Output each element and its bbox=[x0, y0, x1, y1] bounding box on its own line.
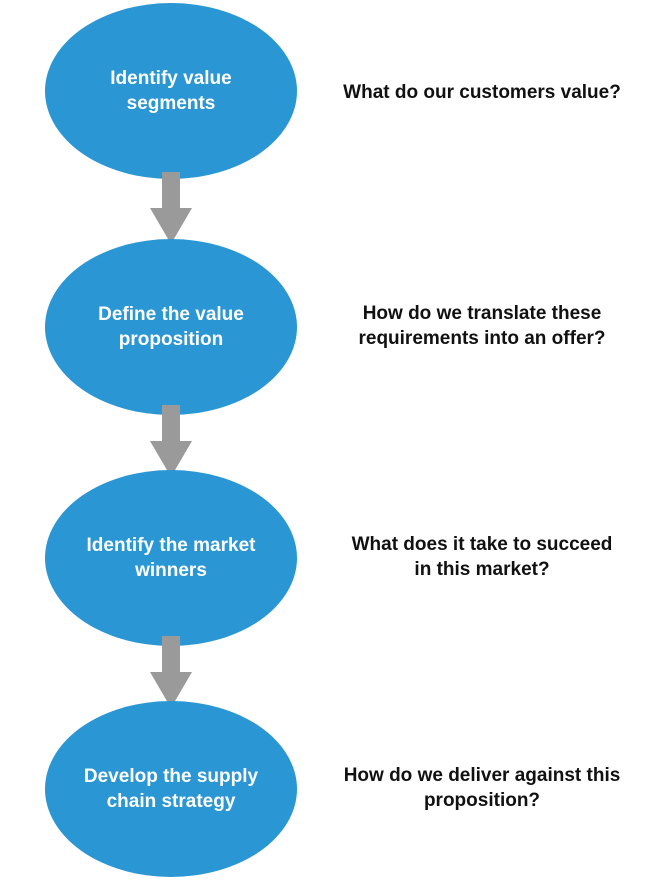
step-3-question: What does it take to succeed in this mar… bbox=[351, 534, 613, 580]
step-4-label: Develop the supply chain strategy bbox=[83, 766, 259, 812]
step-3-ellipse: Identify the market winners bbox=[45, 470, 297, 646]
step-1-question: What do our customers value? bbox=[343, 82, 621, 103]
step-4-question: How do we deliver against this propositi… bbox=[343, 765, 621, 811]
arrow-down-icon bbox=[150, 636, 192, 708]
step-2-question: How do we translate these requirements i… bbox=[358, 303, 606, 349]
step-2-label: Define the value proposition bbox=[98, 304, 244, 350]
step-3-label: Identify the market winners bbox=[86, 535, 256, 581]
step-2-ellipse: Define the value proposition bbox=[45, 239, 297, 415]
step-4-ellipse: Develop the supply chain strategy bbox=[45, 701, 297, 877]
arrow-down-icon bbox=[150, 172, 192, 244]
step-1-ellipse: Identify value segments bbox=[45, 3, 297, 179]
arrow-down-icon bbox=[150, 405, 192, 477]
step-1-label: Identify value segments bbox=[110, 68, 232, 114]
